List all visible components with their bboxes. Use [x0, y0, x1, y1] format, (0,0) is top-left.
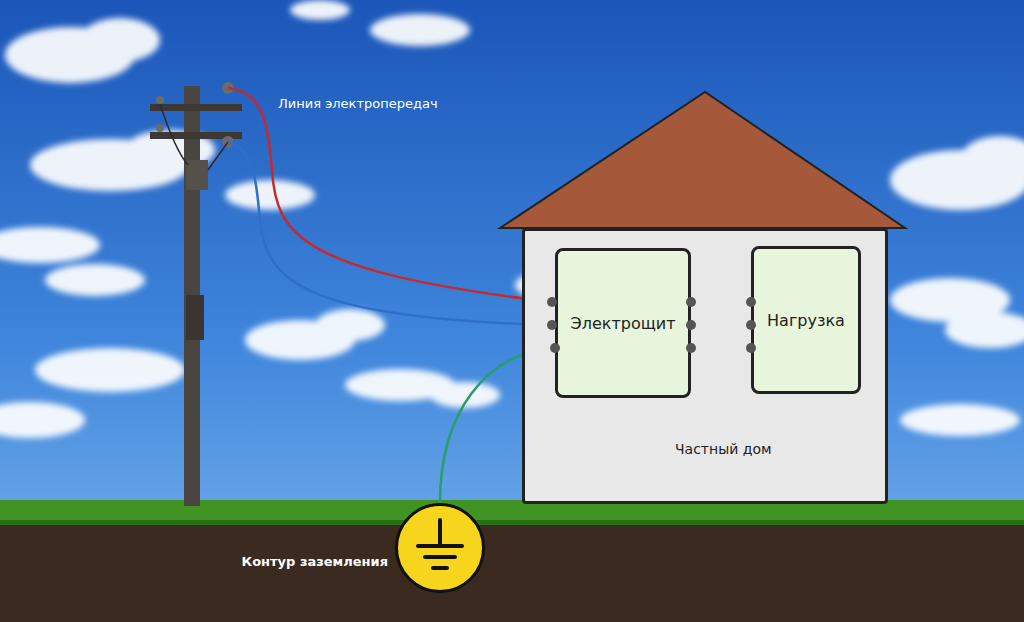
- terminal-dot: [686, 343, 696, 353]
- grass-shadow: [0, 520, 1024, 525]
- house-roof: [500, 92, 905, 228]
- caption-label: Линия электропередач: [278, 96, 438, 111]
- node-label: Частный дом: [675, 441, 772, 457]
- terminal-dot: [550, 343, 560, 353]
- terminal-dot: [547, 297, 557, 307]
- ground-symbol: Контур заземления: [395, 503, 485, 593]
- load-box: Нагрузка: [751, 246, 861, 394]
- terminal-dot: [746, 343, 756, 353]
- node-label: Электрощит: [571, 314, 676, 333]
- switchboard-box: Электрощит: [555, 248, 691, 398]
- terminal-dot: [547, 320, 557, 330]
- house-box: Частный дом Электрощит Нагрузка: [522, 228, 888, 504]
- soil: [0, 505, 1024, 622]
- supply-wire: [228, 88, 552, 302]
- supply-wire: [228, 142, 552, 325]
- node-label: Контур заземления: [242, 554, 388, 569]
- power-pole: [150, 82, 242, 506]
- node-label: Нагрузка: [767, 311, 845, 330]
- terminal-dot: [686, 320, 696, 330]
- terminal-dot: [746, 320, 756, 330]
- earth-symbol: [398, 506, 482, 590]
- terminal-dot: [746, 297, 756, 307]
- terminal-dot: [686, 297, 696, 307]
